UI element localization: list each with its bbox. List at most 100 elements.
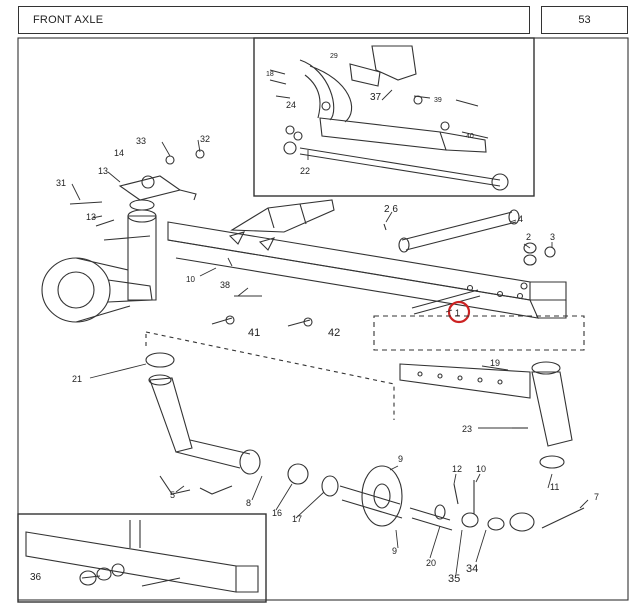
leader-lines-main	[71, 89, 589, 579]
inset-frame	[17, 513, 267, 603]
bolt	[141, 577, 181, 587]
callout-38: 38	[220, 280, 230, 290]
kingpin-shaft	[149, 377, 193, 453]
bushing-bottom	[539, 455, 565, 469]
inset-steering-cylinder	[253, 37, 535, 197]
adj-hole	[457, 375, 463, 381]
beam-hole	[496, 290, 504, 298]
lower-spindle-assembly	[145, 331, 585, 532]
washer-20	[434, 504, 446, 520]
part-41-head	[225, 315, 235, 325]
highlight-callout-1	[447, 300, 471, 324]
hub-bore	[373, 483, 391, 509]
beam-hole	[520, 282, 528, 290]
wheel-hub	[41, 257, 111, 323]
page-number-box: 53	[541, 6, 628, 34]
page-number: 53	[578, 14, 591, 26]
seal	[239, 449, 261, 475]
part-42-head	[303, 317, 313, 327]
mounting-bracket	[230, 199, 335, 233]
washer-34	[487, 517, 505, 531]
callout-32: 32	[200, 134, 210, 144]
hydraulic-hoses	[299, 59, 353, 123]
fitting	[321, 101, 331, 111]
bushing	[79, 570, 97, 586]
fitting	[293, 131, 303, 141]
part-41	[211, 317, 233, 325]
adj-hole	[477, 377, 483, 383]
washer	[544, 246, 556, 258]
callout-19: 19	[490, 358, 500, 368]
thrust-washer-21	[145, 352, 175, 368]
piston-rod	[299, 147, 501, 187]
bearing-17	[321, 475, 339, 497]
nut	[523, 254, 537, 266]
studs	[453, 480, 475, 514]
axle-stub	[409, 507, 453, 531]
callout-16: 16	[272, 508, 282, 518]
callout-42: 42	[328, 327, 340, 339]
title-box: FRONT AXLE	[18, 6, 530, 34]
hub-outline	[75, 257, 131, 323]
left-kingpin-assembly	[41, 149, 205, 323]
grease-nipple	[165, 155, 175, 165]
fitting	[440, 121, 450, 131]
bushing	[111, 563, 125, 577]
cylinder-body	[319, 117, 447, 151]
drop-bracket	[399, 363, 531, 399]
callout-22: 22	[300, 166, 310, 176]
bolt-26	[383, 223, 387, 231]
tie-bolt	[103, 235, 151, 241]
bearing-8	[287, 463, 309, 485]
rod-end-left	[283, 141, 297, 155]
diagram-frame	[17, 37, 629, 601]
nut	[523, 242, 537, 254]
leader-lines	[269, 69, 291, 99]
callout-1: 1	[455, 308, 460, 318]
callout-12: 12	[452, 464, 462, 474]
callout-20: 20	[426, 558, 436, 568]
pin-end	[508, 209, 520, 225]
callout-37: 37	[370, 92, 382, 103]
callout-13b: 13	[98, 166, 108, 176]
cotter-pin-7	[541, 507, 585, 529]
callout-4: 4	[518, 214, 523, 224]
callout-23: 23	[462, 424, 472, 434]
adj-hole	[437, 373, 443, 379]
spindle-arm	[175, 439, 251, 469]
inset-frame	[253, 37, 535, 197]
callout-box	[373, 315, 585, 351]
callout-11: 11	[550, 482, 559, 492]
thrust-washer	[129, 199, 155, 211]
pin-end	[398, 237, 410, 253]
bracket-ribs	[267, 203, 307, 229]
fitting	[413, 95, 423, 105]
callout-9: 9	[398, 454, 403, 464]
callout-26: 2 6	[384, 204, 398, 215]
leader-lines	[455, 99, 489, 139]
clip	[159, 475, 233, 495]
callout-14: 14	[114, 148, 124, 158]
right-kingpin-assembly	[373, 315, 585, 469]
adj-hole	[497, 379, 503, 385]
adj-hole	[417, 371, 423, 377]
callout-24: 24	[286, 100, 296, 110]
hub-center	[57, 271, 95, 309]
callout-8: 8	[246, 498, 251, 508]
callout-21: 21	[72, 374, 82, 384]
callout-3: 3	[550, 232, 555, 242]
callout-40: 40	[466, 133, 474, 140]
callout-33: 33	[136, 136, 146, 146]
rod-end-ball	[491, 173, 509, 191]
valve-bracket	[371, 45, 417, 81]
beam-hole	[466, 284, 474, 292]
callout-10b: 10	[186, 275, 195, 284]
beam-end	[530, 281, 567, 301]
inset-beam-end	[17, 513, 267, 603]
wheel-hub-9	[361, 465, 403, 527]
hose-clamp	[349, 63, 381, 87]
arm-tip	[179, 189, 197, 201]
dash-guide	[145, 331, 395, 420]
